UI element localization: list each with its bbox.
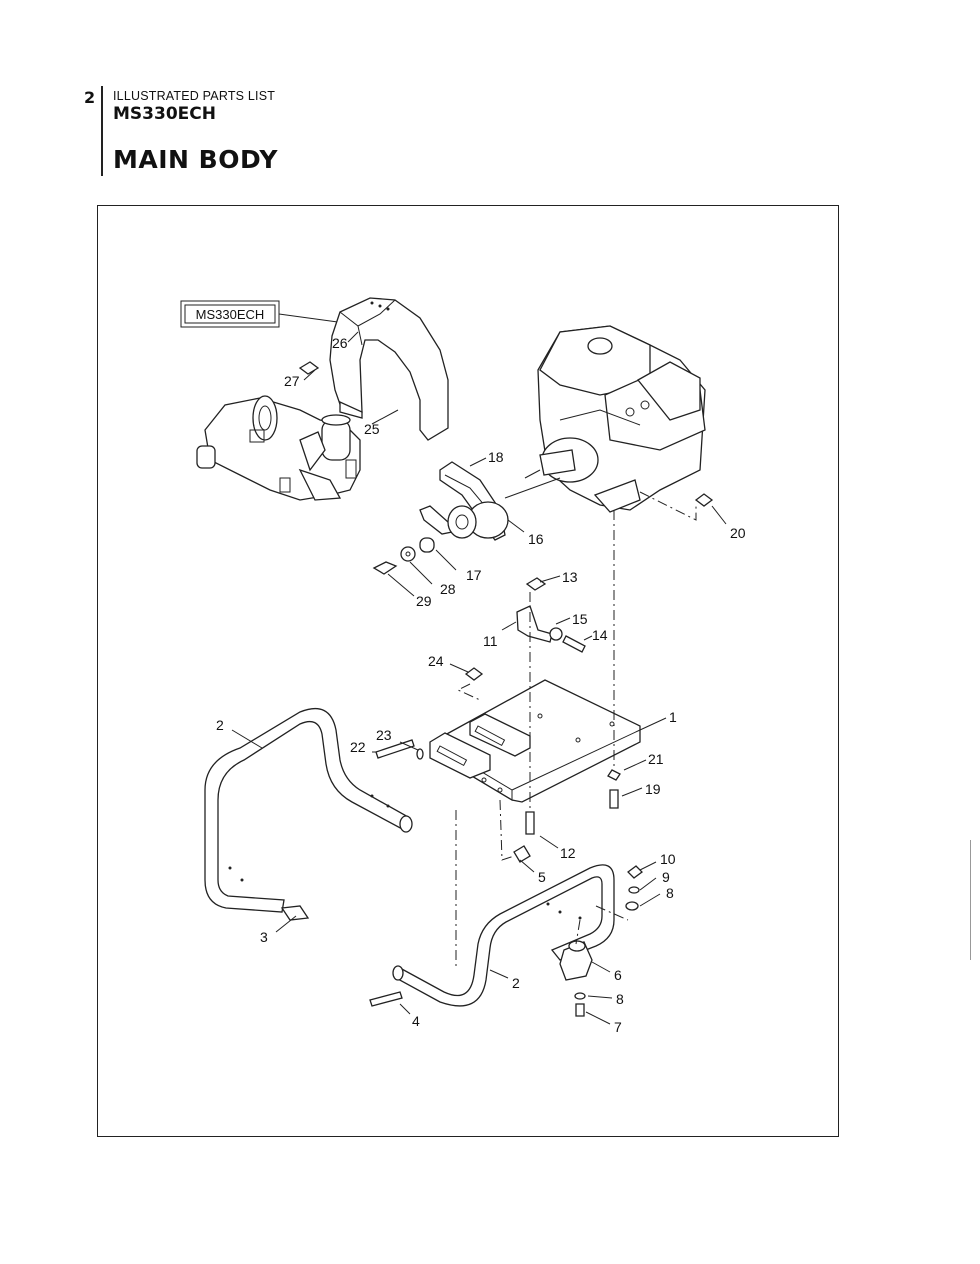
diagram-frame — [97, 205, 839, 1137]
callout-14: 14 — [592, 627, 608, 643]
engine-part — [524, 325, 706, 513]
pulley-part — [447, 477, 561, 539]
callout-22: 22 — [350, 739, 366, 755]
base-plate-part — [429, 679, 641, 803]
callout-24: 24 — [428, 653, 444, 669]
alignment-lines — [455, 491, 697, 970]
callout-21: 21 — [648, 751, 664, 767]
decal-text: MS330ECH — [196, 307, 265, 322]
callout-10: 10 — [660, 851, 676, 867]
callout-17: 17 — [466, 567, 482, 583]
callout-9: 9 — [662, 869, 670, 885]
handle-frame-right-part — [392, 864, 615, 1007]
callout-7: 7 — [614, 1019, 622, 1035]
callout-1: 1 — [669, 709, 677, 725]
callout-3: 3 — [260, 929, 268, 945]
callout-8-bottom: 8 — [616, 991, 624, 1007]
fastener-parts — [298, 361, 714, 1017]
callout-28: 28 — [440, 581, 456, 597]
callout-25: 25 — [364, 421, 380, 437]
callout-18: 18 — [488, 449, 504, 465]
handle-frame-left-part — [204, 707, 413, 921]
scan-edge-line — [970, 840, 971, 960]
section-title: MAIN BODY — [113, 145, 278, 174]
document-subtitle: ILLUSTRATED PARTS LIST — [113, 89, 276, 103]
callout-11: 11 — [483, 633, 498, 649]
callout-12: 12 — [560, 845, 576, 861]
callout-13: 13 — [562, 569, 578, 585]
callout-15: 15 — [572, 611, 588, 627]
callout-27: 27 — [284, 373, 300, 389]
header-divider — [101, 86, 103, 176]
callout-23: 23 — [376, 727, 392, 743]
callout-16: 16 — [528, 531, 544, 547]
callout-2-left: 2 — [216, 717, 224, 733]
leader-lines — [231, 331, 727, 1025]
key-washer-bolt-parts — [372, 537, 435, 575]
callout-8-top: 8 — [666, 885, 674, 901]
model-title: MS330ECH — [113, 104, 216, 124]
callout-20: 20 — [730, 525, 746, 541]
decal-label-box: MS330ECH — [180, 300, 346, 328]
callout-labels: 1 2 2 3 4 5 6 7 8 8 9 10 11 12 13 14 15 … — [216, 335, 746, 1035]
callout-2-right: 2 — [512, 975, 520, 991]
pump-assembly-part — [196, 395, 361, 501]
callout-26: 26 — [332, 335, 348, 351]
callout-29: 29 — [416, 593, 432, 609]
callout-4: 4 — [412, 1013, 420, 1029]
page-number: 2 — [84, 88, 96, 107]
belt-guard-part — [329, 297, 449, 441]
callout-5: 5 — [538, 869, 546, 885]
callout-19: 19 — [645, 781, 661, 797]
callout-6: 6 — [614, 967, 622, 983]
